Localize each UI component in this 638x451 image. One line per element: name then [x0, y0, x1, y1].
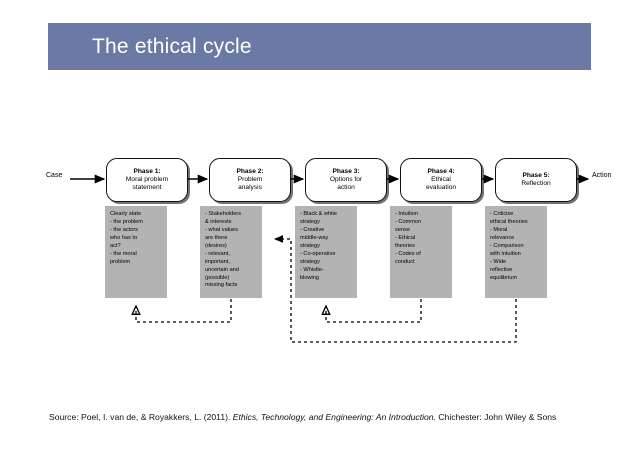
- phase-4-detail-box: - Intuition - Common sense - Ethical the…: [390, 206, 452, 298]
- source-title: Ethics, Technology, and Engineering: An …: [232, 412, 436, 422]
- phase-5-subtitle-line1: Reflection: [521, 180, 551, 187]
- phase-1-detail-line: problem: [110, 258, 131, 265]
- phase-3-detail-line: strategy: [300, 258, 320, 265]
- phase-5-detail-line: with intuition: [490, 250, 521, 257]
- phase-4-detail-line: - Intuition: [395, 211, 419, 217]
- phase-1-detail-box: Clearly state - the problem - the actors…: [105, 206, 167, 298]
- phase-2-detail-line: (possible): [205, 274, 230, 281]
- phase-3-detail-line: middle-way: [300, 234, 329, 241]
- phase-1-title: Phase 1:: [133, 167, 161, 175]
- page-title: The ethical cycle: [92, 34, 252, 58]
- phase-5-detail-line: relevance: [490, 234, 515, 241]
- phase-2-subtitle-line1: Problem: [237, 175, 263, 183]
- phase-4-detail-line: conduct: [395, 258, 415, 265]
- phase-2-detail-line: uncertain and: [205, 266, 239, 273]
- phase-2-detail-line: are there: [205, 234, 228, 241]
- phase-2-detail-line: - relevant,: [205, 250, 230, 257]
- source-citation: Source: Poel, I. van de, & Royakkers, L.…: [49, 412, 609, 422]
- phase-1-detail-line: - the problem: [110, 218, 143, 225]
- phase-box-2[interactable]: Phase 2: Problem analysis: [209, 158, 291, 202]
- phase-2-detail-box: - Stakeholders & interests - what values…: [200, 206, 262, 298]
- phase-3-detail-line: - Co-operative: [300, 250, 336, 257]
- slide-title-bar: The ethical cycle: [48, 23, 591, 70]
- phase-4-detail-line: - Common: [395, 218, 422, 225]
- phase-3-detail-box: - Black & white strategy - Creative midd…: [295, 206, 357, 298]
- phase-1-subtitle-line1: Moral problem: [125, 175, 169, 183]
- phase-4-detail-line: - Codes of: [395, 250, 421, 257]
- phase-5-detail-line: - Comparison: [490, 242, 524, 249]
- phase-3-detail-line: strategy: [300, 242, 320, 249]
- phase-3-detail-line: - Black & white: [300, 211, 337, 217]
- phase-5-detail-line: reflective: [490, 266, 513, 273]
- phase-3-subtitle-line2: action: [337, 184, 355, 192]
- phase-3-subtitle-line1: Options for: [329, 175, 363, 183]
- phase-1-detail-line: - the moral: [110, 250, 137, 257]
- feedback-loop-phase2-to-phase1: [136, 299, 232, 323]
- phase-2-detail-line: - what values: [205, 226, 238, 233]
- feedback-loop-phase4-to-phase3: [326, 299, 422, 323]
- phase-4-subtitle-line2: evaluation: [425, 184, 457, 192]
- source-suffix: Chichester: John Wiley & Sons: [435, 412, 557, 422]
- phase-1-detail-line: - the actors: [110, 226, 138, 233]
- phase-2-detail-line: missing facts: [205, 282, 238, 289]
- phase-box-1[interactable]: Phase 1: Moral problem statement: [106, 158, 188, 202]
- phase-1-detail-line: act?: [110, 242, 121, 249]
- phase-2-subtitle-line2: analysis: [238, 184, 262, 192]
- phase-2-title: Phase 2:: [236, 167, 264, 175]
- phase-5-detail-line: - Criticise: [490, 211, 514, 217]
- phase-5-detail-line: equilibrium: [490, 274, 518, 281]
- phase-3-detail-line: - Creative: [300, 226, 325, 233]
- phase-3-detail-line: blowing: [300, 274, 319, 281]
- phase-1-detail-line: who has to: [110, 234, 138, 241]
- phase-1-subtitle-line2: statement: [132, 184, 162, 192]
- phase-2-detail-line: & interests: [205, 218, 232, 225]
- phase-2-detail-line: important,: [205, 258, 230, 265]
- phase-5-detail-line: - Wide: [490, 258, 507, 265]
- phase-3-detail-line: - Whistle-: [300, 266, 324, 273]
- input-label-case: Case: [46, 172, 63, 179]
- phase-4-detail-line: - Ethical: [395, 234, 416, 241]
- phase-4-title: Phase 4:: [427, 167, 455, 175]
- phase-4-subtitle-line1: Ethical: [431, 175, 451, 183]
- phase-2-detail-line: (desires): [205, 242, 227, 249]
- phase-box-4[interactable]: Phase 4: Ethical evaluation: [400, 158, 482, 202]
- ethical-cycle-diagram: Case Action Phase 1: Moral problem state…: [0, 150, 638, 365]
- phase-5-title: Phase 5:: [522, 171, 550, 179]
- phase-1-detail-line: Clearly state: [110, 211, 142, 217]
- phase-5-detail-line: - Moral: [490, 226, 508, 233]
- phase-2-detail-line: - Stakeholders: [205, 211, 242, 217]
- phase-3-detail-line: strategy: [300, 218, 320, 225]
- phase-5-detail-line: ethical theories: [490, 218, 528, 225]
- source-prefix: Source: Poel, I. van de, & Royakkers, L.…: [49, 412, 233, 422]
- output-label-action: Action: [592, 172, 612, 179]
- phase-box-3[interactable]: Phase 3: Options for action: [305, 158, 387, 202]
- phase-3-title: Phase 3:: [332, 167, 360, 175]
- phase-4-detail-line: theories: [395, 242, 415, 249]
- phase-4-detail-line: sense: [395, 226, 410, 233]
- phase-box-5[interactable]: Phase 5: Reflection: [495, 158, 577, 202]
- phase-5-detail-box: - Criticise ethical theories - Moral rel…: [485, 206, 547, 298]
